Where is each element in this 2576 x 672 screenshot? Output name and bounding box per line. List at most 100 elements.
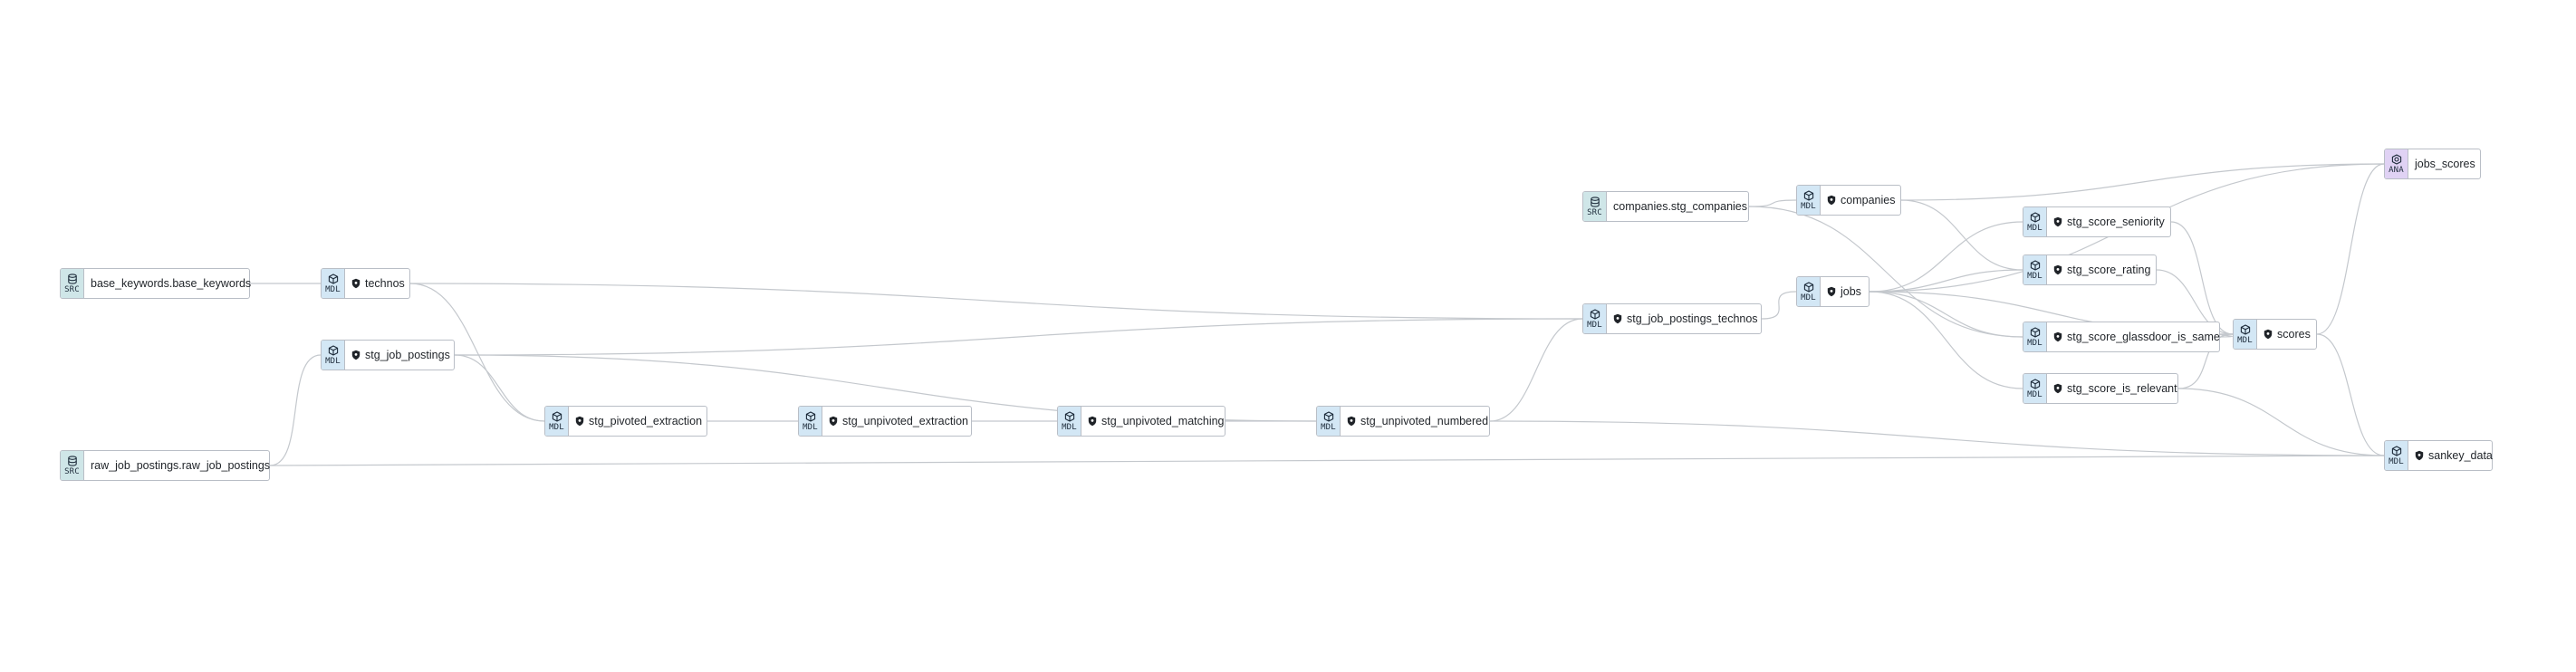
node-type-label: MDL bbox=[1801, 293, 1816, 302]
shield-icon bbox=[2053, 216, 2062, 227]
node-label: stg_unpivoted_matching bbox=[1101, 415, 1225, 427]
edge-technos-to-stg-job-postings-technos bbox=[409, 283, 1583, 320]
shield-icon bbox=[575, 416, 584, 427]
edge-stg-job-postings-to-stg-job-postings-technos bbox=[454, 318, 1583, 356]
node-jobs-scores[interactable]: ANA jobs_scores bbox=[2384, 149, 2481, 179]
node-label: stg_score_is_relevant bbox=[2067, 382, 2177, 395]
edge-stg-job-postings-to-stg-pivoted-extraction bbox=[454, 354, 545, 422]
node-type-label: MDL bbox=[325, 356, 341, 366]
node-type-label: MDL bbox=[2027, 223, 2043, 233]
database-icon bbox=[1590, 196, 1600, 207]
node-label: sankey_data bbox=[2428, 449, 2493, 462]
node-type-badge: SRC bbox=[61, 451, 84, 480]
node-jobs[interactable]: MDL jobs bbox=[1796, 276, 1870, 307]
node-base-keywords[interactable]: SRC base_keywords.base_keywords bbox=[60, 268, 252, 299]
cube-icon bbox=[805, 410, 816, 422]
node-body: technos bbox=[345, 269, 414, 298]
node-type-badge: MDL bbox=[2234, 320, 2257, 349]
shield-icon bbox=[1827, 286, 1836, 297]
node-body: raw_job_postings.raw_job_postings bbox=[84, 451, 279, 480]
node-body: stg_job_postings_technos bbox=[1607, 304, 1767, 333]
edge-stg-score-seniority-to-scores bbox=[2170, 221, 2234, 335]
node-type-badge: MDL bbox=[322, 269, 345, 298]
cube-icon bbox=[2030, 378, 2041, 389]
node-body: companies.stg_companies bbox=[1607, 192, 1756, 221]
edge-companies-to-stg-score-rating bbox=[1900, 199, 2023, 271]
node-type-label: MDL bbox=[2027, 389, 2043, 399]
cube-icon bbox=[2030, 211, 2041, 223]
node-body: stg_job_postings bbox=[345, 341, 459, 370]
node-type-badge: MDL bbox=[2023, 255, 2047, 284]
edge-scores-to-sankey-data bbox=[2316, 333, 2385, 456]
node-body: stg_score_rating bbox=[2047, 255, 2159, 284]
node-body: jobs bbox=[1821, 277, 1870, 306]
node-raw-job-postings[interactable]: SRC raw_job_postings.raw_job_postings bbox=[60, 450, 270, 481]
node-type-label: MDL bbox=[2237, 335, 2253, 345]
node-stg-score-is-relevant[interactable]: MDL stg_score_is_relevant bbox=[2023, 373, 2178, 404]
node-body: stg_pivoted_extraction bbox=[569, 407, 711, 436]
node-body: stg_score_is_relevant bbox=[2047, 374, 2187, 403]
edge-scores-to-jobs-scores bbox=[2316, 163, 2385, 335]
node-type-label: MDL bbox=[325, 284, 341, 294]
node-label: jobs bbox=[1841, 285, 1861, 298]
node-companies[interactable]: MDL companies bbox=[1796, 185, 1901, 216]
node-type-badge: SRC bbox=[61, 269, 84, 298]
node-type-badge: MDL bbox=[1797, 277, 1821, 306]
edge-raw-job-postings-to-stg-job-postings bbox=[269, 354, 322, 466]
node-label: stg_score_rating bbox=[2067, 264, 2151, 276]
node-type-badge: MDL bbox=[2385, 441, 2408, 470]
node-scores[interactable]: MDL scores bbox=[2233, 319, 2317, 350]
node-body: stg_score_glassdoor_is_same bbox=[2047, 322, 2229, 351]
node-type-badge: MDL bbox=[799, 407, 822, 436]
node-label: base_keywords.base_keywords bbox=[91, 277, 252, 290]
edge-stg-score-is-relevant-to-sankey-data bbox=[2177, 388, 2385, 456]
node-type-label: MDL bbox=[1587, 320, 1602, 330]
node-stg-score-seniority[interactable]: MDL stg_score_seniority bbox=[2023, 206, 2171, 237]
node-label: companies bbox=[1841, 194, 1896, 206]
cube-icon bbox=[328, 344, 339, 356]
node-body: companies bbox=[1821, 186, 1904, 215]
node-technos[interactable]: MDL technos bbox=[321, 268, 410, 299]
shield-icon bbox=[1613, 313, 1622, 324]
node-stg-pivoted-extraction[interactable]: MDL stg_pivoted_extraction bbox=[544, 406, 707, 437]
node-label: technos bbox=[365, 277, 405, 290]
node-sankey-data[interactable]: MDL sankey_data bbox=[2384, 440, 2493, 471]
node-type-badge: ANA bbox=[2385, 149, 2408, 178]
shield-icon bbox=[351, 350, 360, 360]
node-label: stg_score_glassdoor_is_same bbox=[2067, 331, 2220, 343]
edge-jobs-to-stg-score-rating bbox=[1869, 269, 2023, 293]
node-stg-score-rating[interactable]: MDL stg_score_rating bbox=[2023, 254, 2157, 285]
node-label: scores bbox=[2277, 328, 2311, 341]
node-body: stg_unpivoted_extraction bbox=[822, 407, 977, 436]
node-label: stg_pivoted_extraction bbox=[589, 415, 703, 427]
node-label: jobs_scores bbox=[2415, 158, 2475, 170]
node-type-label: MDL bbox=[1801, 201, 1816, 211]
edge-companies-to-jobs-scores bbox=[1900, 163, 2385, 201]
shield-icon bbox=[2264, 329, 2273, 340]
node-body: jobs_scores bbox=[2408, 149, 2485, 178]
node-type-label: MDL bbox=[549, 422, 564, 432]
node-label: raw_job_postings.raw_job_postings bbox=[91, 459, 271, 472]
edge-stg-unpivoted-numbered-to-stg-job-postings-technos bbox=[1489, 318, 1583, 422]
shield-icon bbox=[2053, 331, 2062, 342]
edge-raw-job-postings-to-sankey-data bbox=[269, 455, 2385, 466]
cube-icon bbox=[328, 273, 339, 284]
cube-icon bbox=[1803, 281, 1814, 293]
cube-icon bbox=[2030, 326, 2041, 338]
shield-icon bbox=[351, 278, 360, 289]
node-body: sankey_data bbox=[2408, 441, 2502, 470]
node-body: stg_score_seniority bbox=[2047, 207, 2174, 236]
cube-icon bbox=[2240, 323, 2251, 335]
shield-icon bbox=[2053, 264, 2062, 275]
shield-icon bbox=[829, 416, 838, 427]
node-type-badge: SRC bbox=[1583, 192, 1607, 221]
edge-stg-job-postings-technos-to-jobs bbox=[1761, 291, 1797, 320]
